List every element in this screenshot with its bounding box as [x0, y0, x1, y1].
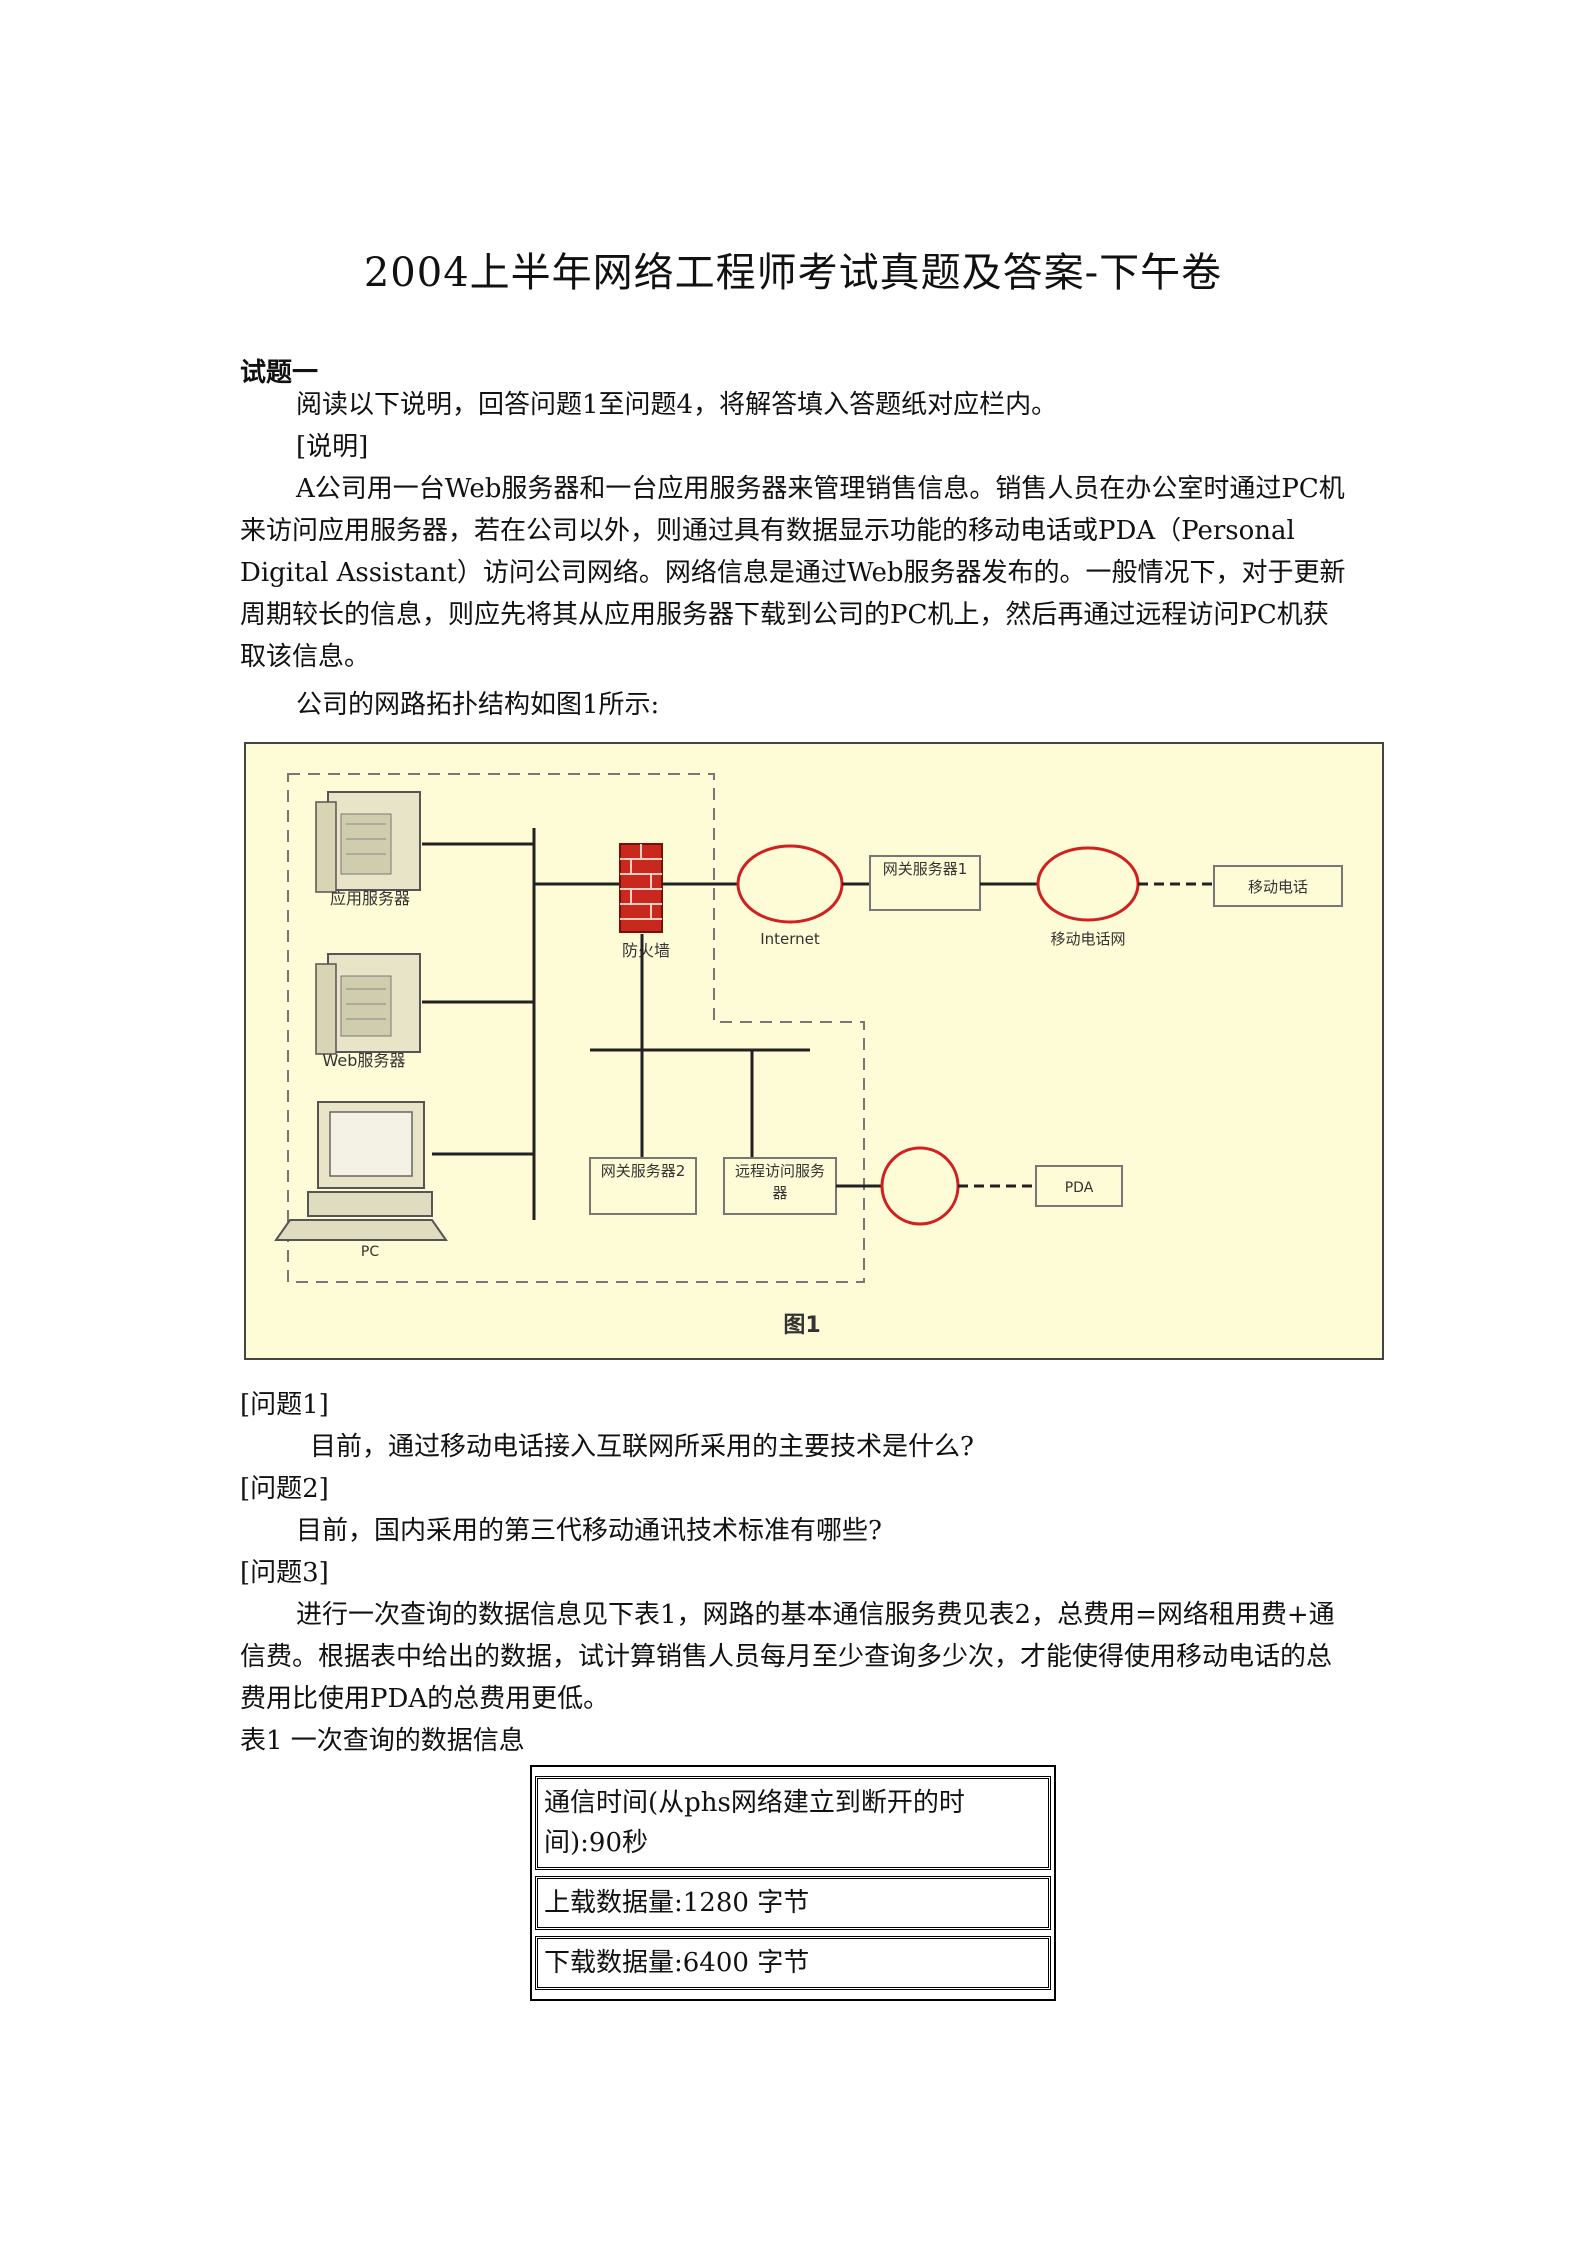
table-cell: 下载数据量:6400 字节	[535, 1936, 1051, 1990]
label-gateway1: 网关服务器1	[882, 860, 968, 878]
question1-label: [问题1]	[240, 1390, 329, 1420]
topology-diagram: 应用服务器 Web服务器 PC	[274, 773, 1343, 1338]
label-firewall: 防火墙	[622, 941, 670, 960]
pda-network-cloud	[880, 1146, 960, 1226]
figure-caption: 图1	[783, 1313, 820, 1338]
question3-label: [问题3]	[240, 1558, 329, 1588]
gateway2-box	[589, 1157, 697, 1215]
app-server-icon	[315, 791, 421, 893]
label-pc: PC	[361, 1244, 379, 1260]
label-gateway2: 网关服务器2	[600, 1162, 686, 1180]
table-row: 上载数据量:1280 字节	[535, 1876, 1051, 1930]
table1-caption: 表1 一次查询的数据信息	[240, 1726, 525, 1756]
gateway1-box	[869, 855, 981, 911]
topology-intro: 公司的网路拓扑结构如图1所示:	[296, 690, 660, 720]
question2-text: 目前，国内采用的第三代移动通讯技术标准有哪些?	[296, 1516, 882, 1546]
network-topology-figure: 应用服务器 Web服务器 PC	[244, 742, 1384, 1360]
mobile-phone-box	[1213, 865, 1343, 907]
page-title: 2004上半年网络工程师考试真题及答案-下午卷	[363, 250, 1223, 296]
label-web-server: Web服务器	[323, 1051, 406, 1070]
label-mobile-network: 移动电话网	[1050, 930, 1125, 948]
table-row: 通信时间(从phs网络建立到断开的时间):90秒	[535, 1776, 1051, 1870]
firewall-icon	[619, 843, 663, 933]
label-internet: Internet	[760, 930, 820, 948]
mobile-network-cloud	[1036, 846, 1140, 922]
question3-text: 进行一次查询的数据信息见下表1，网路的基本通信服务费见表2，总费用=网络租用费+…	[240, 1600, 1335, 1714]
table-cell: 通信时间(从phs网络建立到断开的时间):90秒	[535, 1776, 1051, 1870]
intro-text: 阅读以下说明，回答问题1至问题4，将解答填入答题纸对应栏内。	[296, 390, 1058, 420]
label-remote-access: 远程访问服务器	[734, 1162, 825, 1202]
internet-cloud	[736, 844, 844, 924]
web-server-icon	[315, 953, 421, 1055]
question1-text: 目前，通过移动电话接入互联网所采用的主要技术是什么?	[310, 1432, 974, 1462]
label-app-server: 应用服务器	[330, 889, 410, 908]
table-row: 下载数据量:6400 字节	[535, 1936, 1051, 1990]
description-paragraph: A公司用一台Web服务器和一台应用服务器来管理销售信息。销售人员在办公室时通过P…	[240, 474, 1346, 672]
label-pda: PDA	[1065, 1180, 1094, 1196]
table-cell: 上载数据量:1280 字节	[535, 1876, 1051, 1930]
question2-label: [问题2]	[240, 1474, 329, 1504]
remote-access-box	[723, 1157, 837, 1215]
pda-box	[1035, 1165, 1123, 1207]
lan-boundary	[287, 773, 865, 1283]
explain-tag: [说明]	[296, 432, 369, 462]
table1: 通信时间(从phs网络建立到断开的时间):90秒 上载数据量:1280 字节 下…	[530, 1765, 1056, 2001]
label-mobile-phone: 移动电话	[1248, 878, 1308, 896]
pc-icon	[274, 1101, 448, 1241]
section-heading: 试题一	[240, 358, 319, 388]
